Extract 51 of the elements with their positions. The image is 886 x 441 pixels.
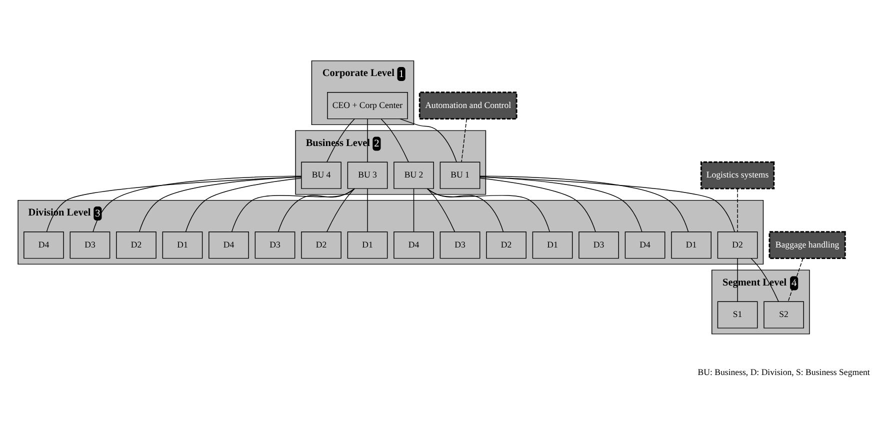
node-box: D1 bbox=[346, 232, 388, 259]
connector bbox=[479, 178, 596, 232]
node-box: CEO + Corp Center bbox=[326, 92, 408, 120]
connector bbox=[138, 176, 302, 232]
connector bbox=[736, 188, 738, 232]
connector bbox=[479, 176, 642, 232]
connector bbox=[184, 178, 302, 232]
node-box: S1 bbox=[716, 301, 758, 328]
node-box: D3 bbox=[69, 232, 110, 259]
node-box: S2 bbox=[763, 301, 804, 328]
node-box: D2 bbox=[486, 232, 526, 259]
connector bbox=[426, 188, 455, 232]
connector bbox=[750, 258, 778, 302]
node-box: BU 3 bbox=[346, 162, 388, 189]
connector bbox=[326, 188, 354, 232]
node-box: D1 bbox=[162, 232, 202, 259]
node-box: D4 bbox=[393, 232, 434, 259]
connector bbox=[230, 188, 355, 232]
node-box: D2 bbox=[116, 232, 156, 259]
connector bbox=[412, 188, 414, 232]
connector bbox=[787, 258, 803, 302]
connector bbox=[46, 176, 302, 232]
node-box: D2 bbox=[716, 232, 758, 259]
label: BU: Business, D: Division, S: Business Segment bbox=[697, 367, 870, 378]
connector bbox=[426, 188, 550, 232]
node-box: D2 bbox=[300, 232, 341, 259]
node-box: D4 bbox=[624, 232, 665, 259]
node-box: D3 bbox=[578, 232, 618, 259]
connector bbox=[736, 258, 738, 302]
connector bbox=[366, 188, 368, 232]
node-box: D1 bbox=[532, 232, 572, 259]
connector bbox=[366, 118, 368, 162]
connector bbox=[479, 176, 688, 232]
connector bbox=[479, 176, 734, 232]
connector bbox=[426, 188, 504, 232]
node-box: Automation and Control bbox=[418, 92, 517, 120]
node-box: BU 2 bbox=[393, 162, 434, 189]
connector bbox=[380, 118, 408, 162]
node-box: BU 4 bbox=[300, 162, 341, 189]
node-box: D4 bbox=[208, 232, 248, 259]
connector bbox=[277, 188, 354, 232]
node-box: D3 bbox=[254, 232, 295, 259]
node-box: Logistics systems bbox=[700, 161, 774, 190]
node-box: D3 bbox=[439, 232, 480, 259]
node-box: BU 1 bbox=[439, 162, 480, 189]
node-box: D4 bbox=[23, 232, 64, 259]
node-box: D1 bbox=[670, 232, 711, 259]
connector bbox=[460, 118, 466, 162]
connector bbox=[326, 118, 354, 162]
connector bbox=[399, 118, 456, 162]
node-box: Baggage handling bbox=[768, 231, 846, 260]
